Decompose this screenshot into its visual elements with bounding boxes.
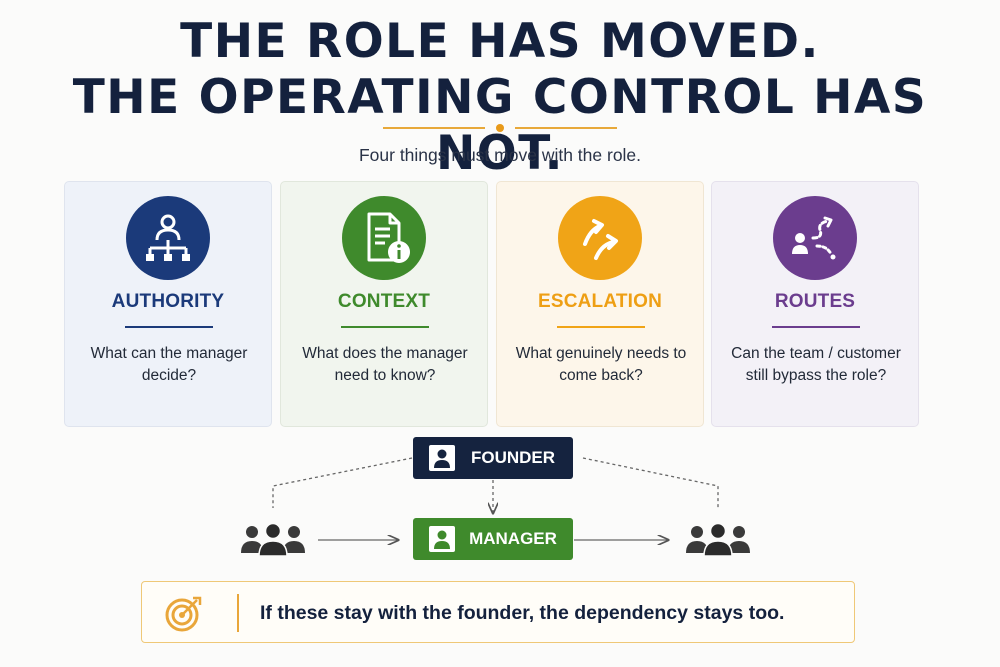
card-underline [125,326,213,328]
manager-label: MANAGER [469,529,557,548]
founder-label: FOUNDER [470,448,556,467]
card-question: What does the manager need to know? [302,345,468,384]
card-context: CONTEXT What does the manager need to kn… [280,181,488,427]
title-divider [383,121,617,135]
org-chart-icon [126,196,210,280]
subtitle: Four things must move with the role. [358,145,642,165]
title-line-2: THE OPERATING CONTROL HAS NOT. [72,70,928,181]
team-icon [686,522,750,557]
card-escalation: ESCALATION What genuinely needs to come … [496,181,704,427]
card-question: What genuinely needs to come back? [515,345,687,384]
conclusion-banner: If these stay with the founder, the depe… [141,581,855,643]
banner-separator [237,594,239,632]
title-line-1: THE ROLE HAS MOVED. [180,14,820,69]
card-heading: ROUTES [774,291,856,312]
manager-box: MANAGER [413,518,573,560]
card-underline [341,326,429,328]
card-question: What can the manager decide? [90,345,248,384]
banner-message: If these stay with the founder, the depe… [260,602,785,624]
card-heading: AUTHORITY [111,291,225,312]
target-icon [165,596,202,632]
team-icon [241,522,305,557]
founder-to-left-team-line [272,457,413,508]
founder-to-right-team-line [582,457,719,508]
card-underline [557,326,645,328]
person-icon [429,526,455,552]
document-info-icon [342,196,426,280]
card-heading: ESCALATION [537,291,663,312]
card-heading: CONTEXT [337,291,431,312]
up-right-arrows-icon [558,196,642,280]
person-icon [429,445,455,471]
card-underline [772,326,860,328]
page-title: THE ROLE HAS MOVED. THE OPERATING CONTRO… [0,14,1000,182]
person-route-icon [773,196,857,280]
card-authority: AUTHORITY What can the manager decide? [64,181,272,427]
founder-box: FOUNDER [413,437,573,479]
card-routes: ROUTES Can the team / customer still byp… [711,181,919,427]
divider-dot [496,124,504,132]
card-question: Can the team / customer still bypass the… [731,345,901,384]
